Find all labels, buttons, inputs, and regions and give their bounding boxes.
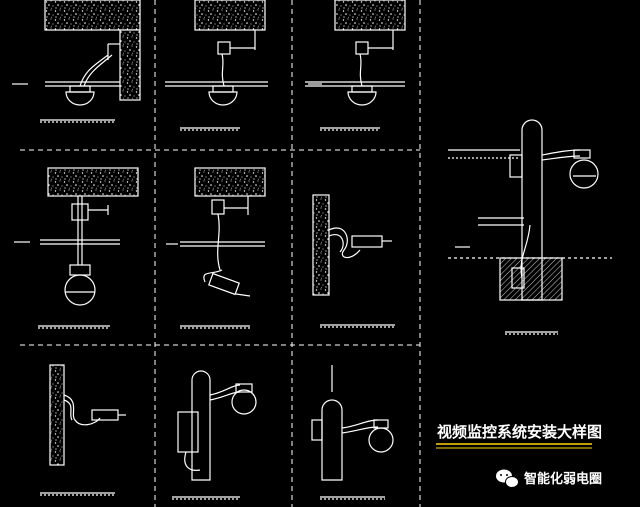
detail-large-pole-dome (448, 119, 612, 335)
detail-pole-dome (311, 365, 394, 500)
watermark-text: 智能化弱电圈 (524, 471, 602, 487)
drawing-title-block: 视频监控系统安装大样图 (436, 423, 602, 449)
detail-pendant-dome (14, 167, 139, 329)
grid-divider-lines (20, 0, 421, 507)
detail-wall-gun-camera (312, 194, 395, 328)
detail-ceiling-bracket-dome (165, 0, 268, 131)
watermark: 智能化弱电圈 (496, 469, 602, 488)
detail-ceiling-bracket-dome-2 (305, 0, 406, 131)
detail-ceiling-gun-camera (166, 167, 266, 329)
drawing-title: 视频监控系统安装大样图 (437, 423, 602, 441)
detail-ceiling-wall-dome-1 (12, 0, 141, 123)
wechat-icon (496, 469, 519, 488)
detail-pole-dome-with-box (172, 370, 257, 500)
detail-wall-bracket-gun-camera (40, 364, 126, 496)
